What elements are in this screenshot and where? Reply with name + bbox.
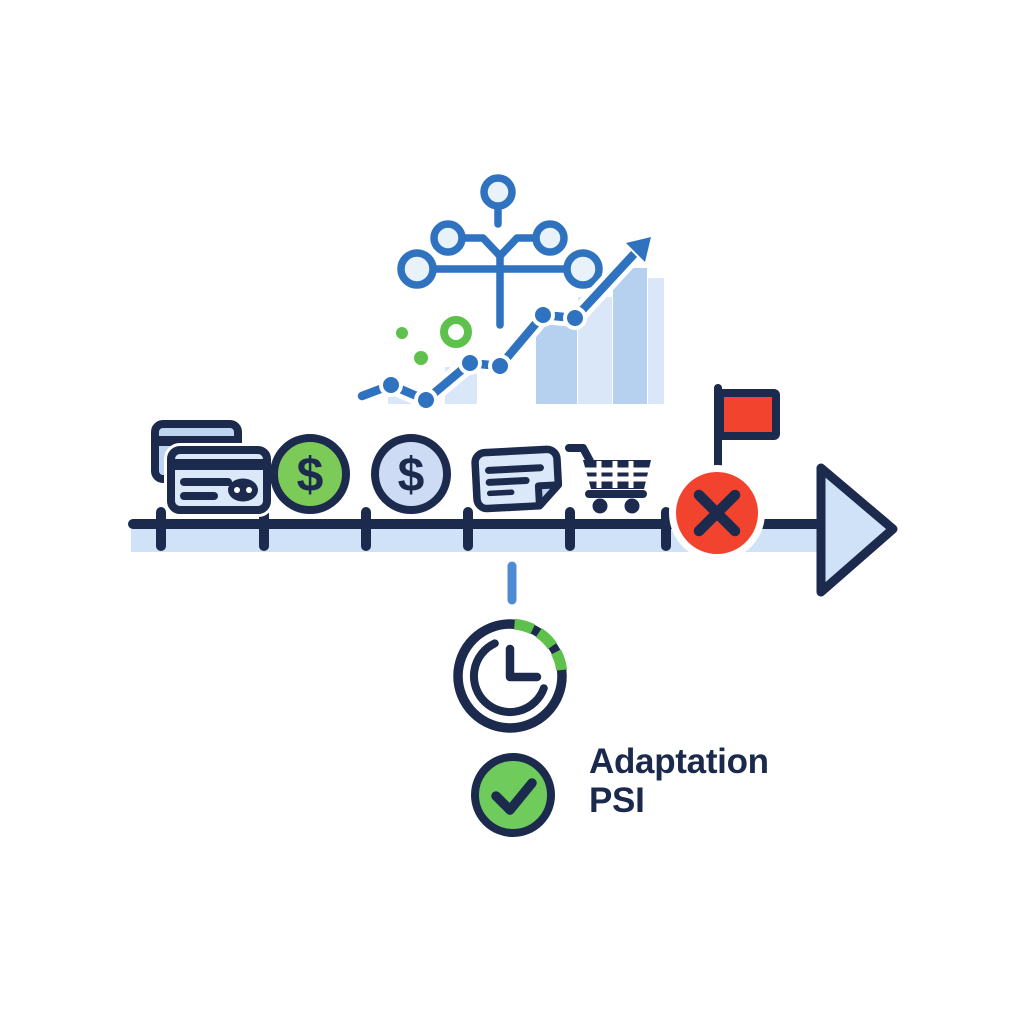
growth-line-dots (379, 303, 587, 412)
document-line-2 (485, 476, 530, 486)
dollar-coin-blue-circle (371, 434, 451, 514)
line-dot (535, 307, 551, 323)
credit-card-front-stripe (169, 459, 269, 470)
clock-inner-arc (469, 639, 548, 717)
dollar-symbol-green: $ (297, 449, 324, 502)
cart-grid-cols (596, 461, 634, 488)
clock-outer-ring (453, 619, 567, 733)
cart-handle (565, 444, 594, 465)
green-dot-small (396, 327, 408, 339)
credit-card-chip (228, 478, 258, 502)
receipt-document-icon (471, 445, 563, 513)
decision-tree-icon (397, 174, 603, 329)
callout-label: Adaptation PSI (589, 742, 769, 820)
credit-cards-icon (151, 420, 274, 517)
tree-branch-right (496, 234, 540, 260)
dollar-coin-green-icon: $ (270, 434, 350, 514)
dollar-coin-blue-icon: $ (371, 434, 451, 514)
bar (536, 325, 577, 404)
tree-node-top (480, 174, 516, 210)
line-dot (462, 355, 478, 371)
document-fold (534, 481, 562, 510)
red-flag-icon (714, 384, 780, 471)
tree-node-mid-right (532, 220, 568, 256)
line-dot (567, 310, 583, 326)
timeline-icons: $ $ (151, 384, 780, 561)
clock-hands (505, 644, 542, 682)
timer-clock-icon (453, 618, 568, 733)
line-dot (383, 377, 399, 393)
callout: Adaptation PSI (453, 561, 769, 837)
document-line-3 (486, 489, 515, 497)
bar-chart-icon (388, 268, 664, 404)
credit-card-back-stripe (153, 436, 240, 446)
credit-card-chip-dot-1 (234, 487, 240, 493)
growth-line-arrow-icon (353, 235, 653, 412)
check-circle-icon (471, 753, 555, 837)
label-line-1: Adaptation (589, 742, 769, 781)
timeline-ticks (156, 507, 671, 551)
line-dot (418, 392, 434, 408)
shopping-cart-icon (565, 444, 651, 514)
clock-progress-arc (513, 618, 568, 673)
bar (613, 268, 647, 404)
dollar-symbol-blue: $ (398, 449, 425, 502)
label-line-2: PSI (589, 781, 645, 820)
tree-node-outer-left (397, 249, 437, 289)
cart-wheel-right (624, 498, 640, 514)
cancel-x-icon (669, 465, 765, 561)
check-mark (491, 778, 537, 815)
dollar-coin-green-circle (270, 434, 350, 514)
tree-node-mid-left (430, 220, 466, 256)
green-dot-medium (414, 351, 428, 365)
cancel-x-mark (693, 489, 741, 537)
check-circle-bg (471, 753, 555, 837)
green-ring (440, 316, 472, 348)
green-dots-accent (396, 316, 472, 365)
tree-node-outer-right (563, 249, 603, 289)
growth-arrow-tip (624, 235, 653, 264)
tree-branch-left (459, 234, 504, 260)
analytics-motif (353, 174, 664, 412)
cart-wheel-left (592, 498, 608, 514)
line-dot (492, 358, 508, 374)
credit-card-chip-dot-2 (246, 487, 252, 493)
flag-banner (716, 389, 780, 440)
forward-arrow-icon (816, 463, 898, 597)
document-line-1 (485, 464, 544, 474)
bar (648, 278, 664, 404)
